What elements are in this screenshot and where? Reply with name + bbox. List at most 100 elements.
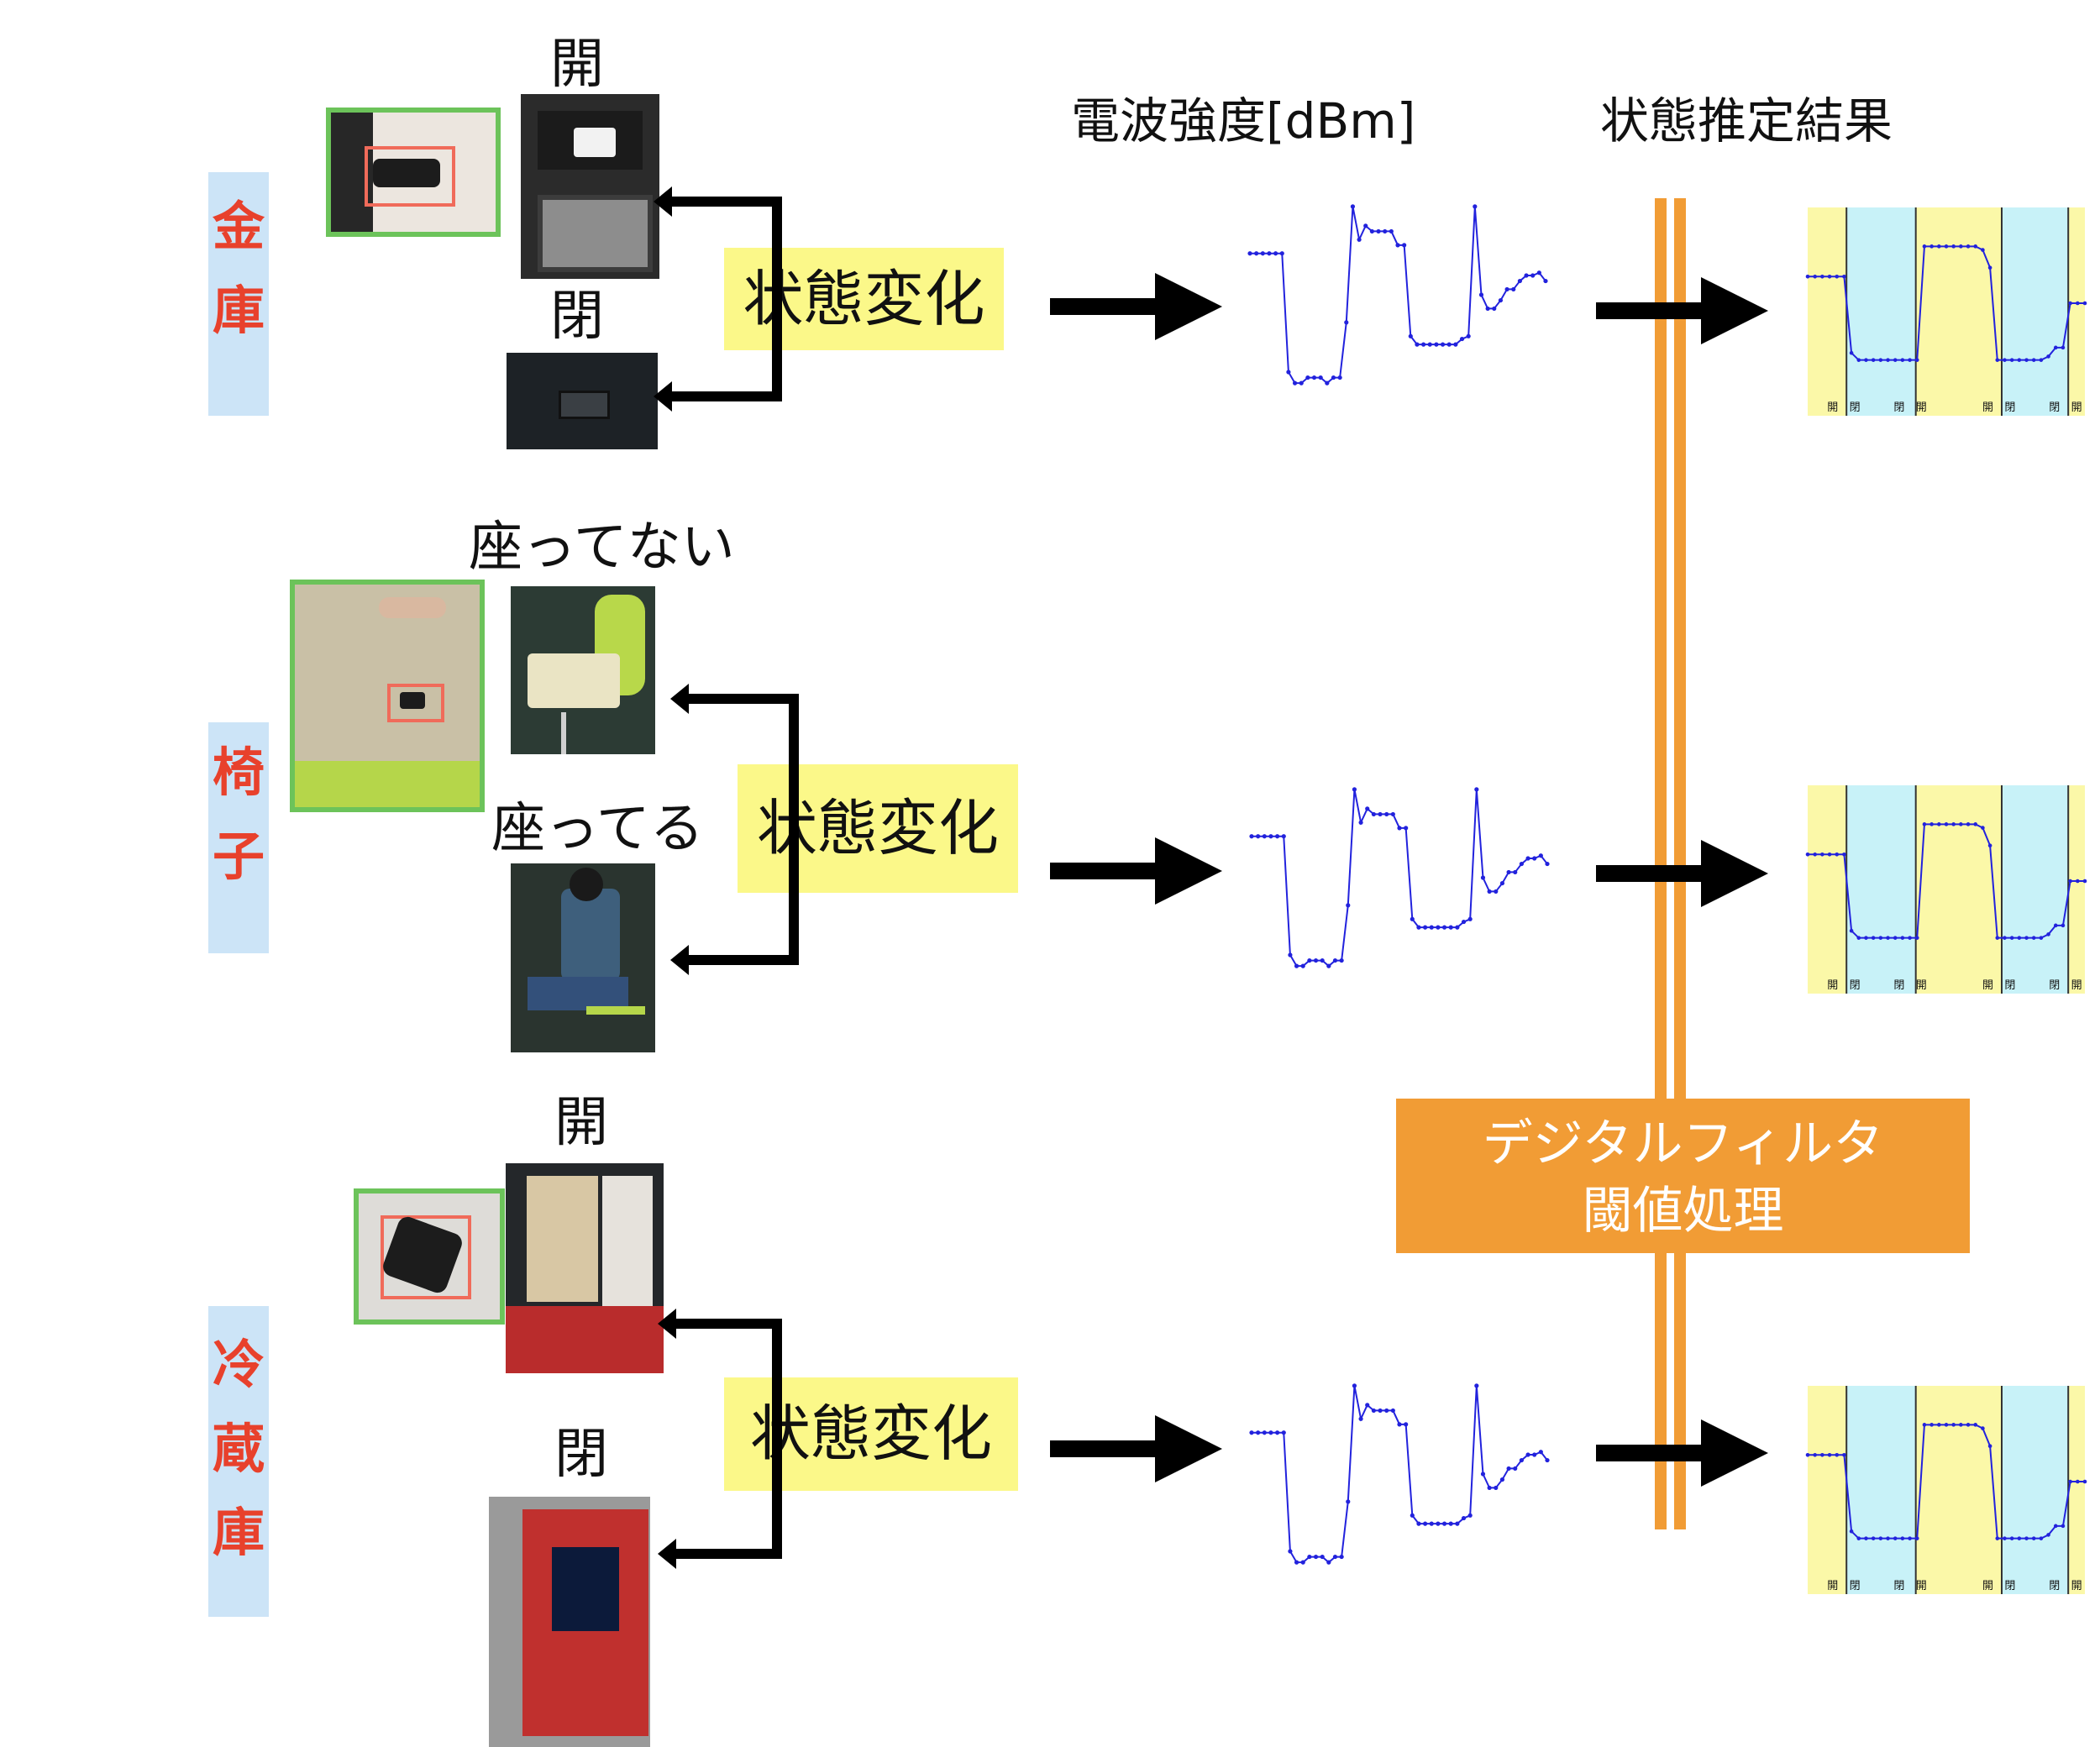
signal-point [1281,834,1286,839]
signal-point [1513,1466,1518,1472]
result-state-mark: 開 [2071,401,2082,414]
signal-point [1506,869,1511,875]
signal-point [1498,297,1504,303]
result-point [2003,358,2007,362]
result-point [2076,301,2080,306]
signal-point [1249,1430,1254,1435]
result-point [1981,1426,1985,1430]
result-band [1846,785,1916,994]
signal-point [1448,1521,1453,1526]
result-point [1805,852,1810,857]
signal-point [1519,1457,1524,1463]
result-point [1959,1423,1963,1427]
result-point [1951,1423,1956,1427]
result-point [1937,822,1941,826]
result-point [1973,244,1978,249]
signal-point [1389,228,1394,234]
signal-point [1538,853,1543,858]
signal-point [1288,952,1293,957]
signal-point [1288,1549,1293,1554]
arrowheads [654,186,689,1569]
result-state-mark: 開 [1827,401,1838,414]
result-point [2031,936,2036,940]
result-state-mark: 開 [1827,979,1838,992]
result-point [2061,345,2066,350]
signal-point [1313,1554,1319,1560]
signal-point [1467,916,1473,921]
state-label-open: 開 [554,1092,608,1154]
signal-point [1300,963,1305,968]
signal-point [1494,1485,1499,1491]
result-point [1849,1529,1854,1534]
signal-point [1313,957,1319,963]
signal-point [1423,1521,1428,1526]
result-state-mark: 閉 [2004,979,2015,992]
result-band [1808,207,1847,416]
result-point [1835,852,1840,857]
signal-point [1446,342,1452,347]
safe-sensor-inset [326,108,501,237]
signal-point [1383,228,1388,234]
signal-point [1474,1383,1479,1388]
result-point [1914,1536,1919,1540]
result-state-mark: 閉 [1893,979,1904,992]
result-point [2068,1479,2072,1484]
signal-point [1453,342,1458,347]
signal-point [1499,880,1505,886]
result-state-mark: 開 [1916,979,1927,992]
right-arrow [1596,1419,1768,1487]
signal-point [1480,875,1486,880]
result-point [1871,358,1876,362]
signal-point [1339,957,1344,963]
result-band [1915,1386,2002,1594]
result-point [1820,852,1824,857]
object-label-safe: 金 庫 [208,172,269,416]
result-point [2082,879,2087,884]
signal-series-line [1252,789,1548,968]
signal-point [1384,1408,1389,1414]
signal-point [1384,811,1389,817]
signal-point [1281,1430,1286,1435]
signal-point [1268,1430,1273,1435]
signal-point [1247,251,1252,256]
arrowhead [654,186,672,217]
result-point [2068,301,2072,306]
signal-point [1459,336,1465,342]
result-point [1966,822,1971,826]
signal-point [1536,270,1541,275]
result-point [2031,1536,2036,1540]
signal-point [1275,1430,1280,1435]
signal-point [1326,963,1331,968]
bracket-safe [672,197,782,401]
result-point [2061,923,2066,928]
result-point [1856,936,1861,940]
state-label-not-sitting: 座ってない [469,517,735,579]
signal-point [1363,223,1368,228]
result-point [2076,1479,2080,1484]
result-point [1805,274,1810,279]
signal-point [1436,925,1441,930]
signal-point [1352,787,1357,792]
signal-point [1511,286,1516,292]
result-point [1959,822,1963,826]
result-point [2046,1533,2050,1537]
result-point [1864,358,1868,362]
arrowhead [658,1539,676,1569]
signal-chart [1249,1383,1550,1565]
result-state-mark: 閉 [2004,1580,2015,1592]
result-point [1878,358,1883,362]
result-point [1878,1536,1883,1540]
result-point [1973,1423,1978,1427]
signal-point [1346,903,1351,908]
result-point [1929,822,1934,826]
result-state-mark: 開 [1827,1580,1838,1592]
signal-point [1455,1521,1460,1526]
signal-point [1299,380,1304,386]
result-state-mark: 開 [1982,979,1993,992]
object-label-fridge: 冷 蔵 庫 [208,1306,269,1617]
signal-point [1307,1554,1312,1560]
fridge-open-photo [506,1163,664,1373]
signal-point [1440,342,1446,347]
result-point [1937,1423,1941,1427]
